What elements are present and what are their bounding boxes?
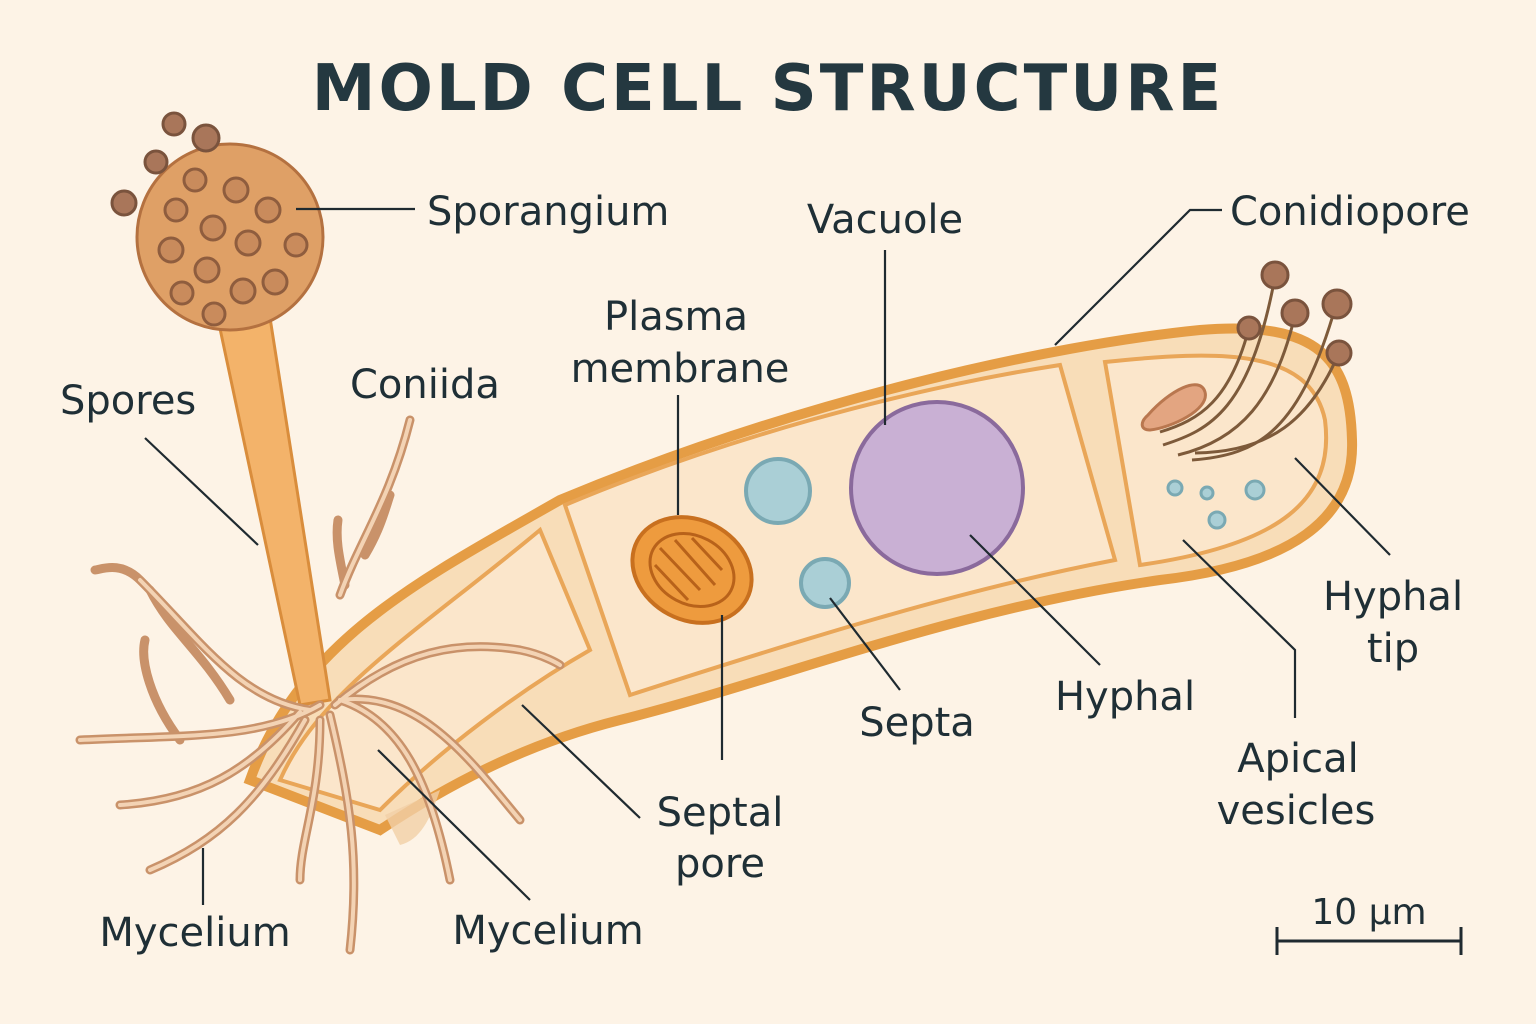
conidiophores xyxy=(1159,260,1353,462)
label-conidiopore: Conidiopore xyxy=(1230,189,1470,235)
small-vacuole-upper xyxy=(744,457,812,525)
scale-bar: 10 μm xyxy=(1275,892,1463,955)
sporangiophore-stalk xyxy=(213,303,332,707)
label-mycelium-left: Mycelium xyxy=(99,910,290,956)
mitochondrion xyxy=(630,515,754,625)
label-plasma-membrane-line2: membrane xyxy=(571,346,790,392)
leader-hyphal-tip xyxy=(1294,457,1391,556)
leader-apical-vesicles xyxy=(1182,539,1297,718)
leader-conidiopore xyxy=(1054,208,1222,346)
scale-bar-label: 10 μm xyxy=(1311,892,1426,933)
small-vacuole-lower xyxy=(799,557,851,609)
vacuole xyxy=(849,400,1025,576)
label-septa: Septa xyxy=(859,700,975,746)
label-mycelium-right: Mycelium xyxy=(452,908,643,954)
label-septal-pore-line2: pore xyxy=(675,841,765,887)
sporangium-spores xyxy=(157,167,309,327)
label-apical-vesicles-line2: vesicles xyxy=(1217,788,1376,834)
sporangiophore xyxy=(110,111,332,707)
label-vacuole: Vacuole xyxy=(807,197,963,243)
label-hyphal-tip-line1: Hyphal xyxy=(1323,574,1463,620)
label-sporangium: Sporangium xyxy=(427,189,669,235)
mycelium-network xyxy=(75,415,565,955)
label-hyphal-tip-line2: tip xyxy=(1367,626,1419,672)
leader-mycelium-right xyxy=(377,749,531,901)
leader-spores xyxy=(144,437,259,546)
label-septal-pore-line1: Septal xyxy=(657,790,784,836)
label-apical-vesicles-line1: Apical xyxy=(1237,736,1358,782)
leader-septa xyxy=(829,597,901,691)
label-plasma-membrane-line1: Plasma xyxy=(604,294,748,340)
diagram-title: MOLD CELL STRUCTURE xyxy=(312,52,1224,126)
label-conidia: Coniida xyxy=(350,362,500,408)
label-spores: Spores xyxy=(60,378,196,424)
leader-septal-pore-2 xyxy=(521,704,641,819)
label-hyphal: Hyphal xyxy=(1055,674,1195,720)
labels: Sporangium Vacuole Conidiopore Plasma me… xyxy=(60,189,1470,956)
leader-lines xyxy=(144,207,1391,905)
apical-body xyxy=(1140,383,1207,432)
released-spores xyxy=(110,111,221,217)
leader-hyphal xyxy=(969,534,1101,666)
apical-vesicles xyxy=(1166,479,1266,530)
